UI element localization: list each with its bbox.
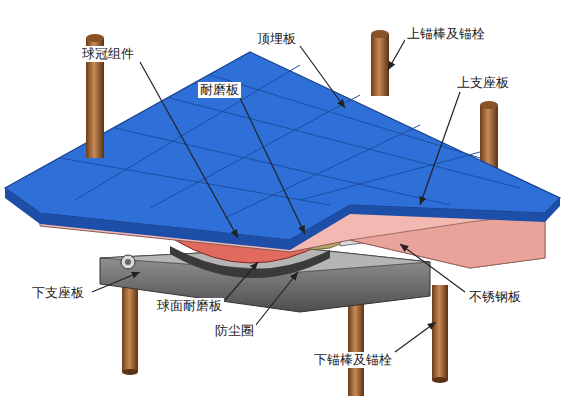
- leader-line: [300, 46, 345, 108]
- leader-line: [388, 40, 405, 70]
- anchor-rod: [371, 34, 389, 96]
- leader-line: [92, 272, 140, 292]
- anchor-rod: [432, 285, 448, 380]
- part-label: 耐磨板: [198, 82, 241, 98]
- part-label: 球冠组件: [80, 46, 136, 62]
- part-label: 顶埋板: [255, 31, 298, 47]
- leader-line: [400, 244, 465, 292]
- part-label: 上锚棒及锚栓: [405, 26, 487, 42]
- part-label: 上支座板: [455, 75, 511, 91]
- part-label: 不锈钢板: [467, 289, 523, 305]
- leader-line: [255, 272, 298, 326]
- leader-line: [225, 262, 258, 300]
- leader-line: [240, 98, 305, 234]
- part-label: 球面耐磨板: [155, 298, 224, 314]
- part-label: 防尘圈: [213, 323, 256, 339]
- part-label: 下锚棒及锚栓: [312, 352, 394, 368]
- part-label: 下支座板: [30, 285, 86, 301]
- leader-line: [420, 92, 460, 205]
- anchor-rod: [348, 300, 364, 396]
- leader-line: [395, 322, 436, 352]
